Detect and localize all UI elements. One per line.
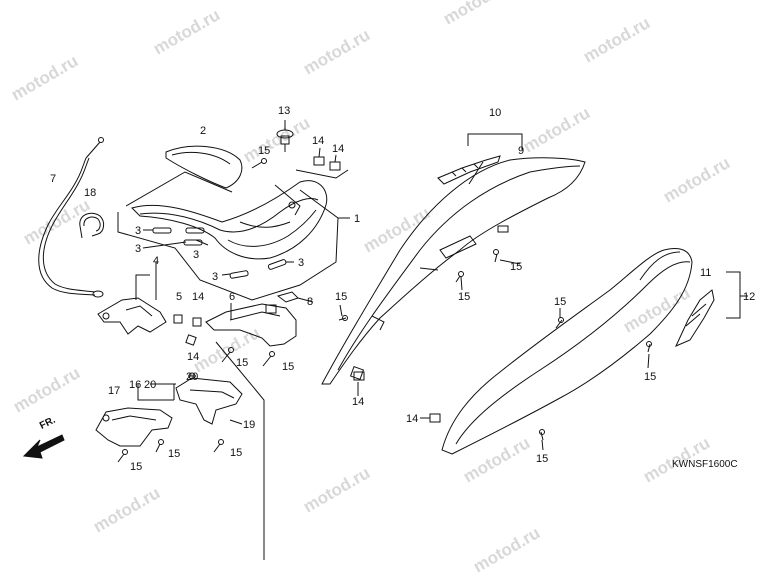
callout-14: 14 <box>312 135 324 147</box>
callout-7: 7 <box>50 173 56 185</box>
diagram-code: KWNSF1600C <box>672 459 738 470</box>
front-arrow-icon <box>22 434 65 459</box>
callout-labels: 2 13 15 14 14 1 7 18 3 3 3 3 3 4 5 14 6 … <box>50 105 755 473</box>
callout-16: 16 <box>129 379 141 391</box>
cover-part-2 <box>165 145 243 189</box>
callout-14: 14 <box>192 291 204 303</box>
inner-cover-part-1 <box>131 180 328 260</box>
callout-3: 3 <box>212 271 218 283</box>
callout-15: 15 <box>168 448 180 460</box>
callout-14: 14 <box>352 396 364 408</box>
callout-15: 15 <box>644 371 656 383</box>
callout-15: 15 <box>130 461 142 473</box>
leader <box>137 384 174 401</box>
nut-part-14 <box>295 147 349 179</box>
callout-15: 15 <box>230 447 242 459</box>
callout-15: 15 <box>258 145 270 157</box>
callout-1: 1 <box>354 213 360 225</box>
callout-15: 15 <box>335 291 347 303</box>
callout-15: 15 <box>236 357 248 369</box>
callout-19: 19 <box>243 419 255 431</box>
callout-15: 15 <box>554 296 566 308</box>
side-cover-part-9 <box>321 157 586 385</box>
leaders <box>297 259 650 451</box>
bracket-part-4 <box>97 262 167 335</box>
clips-part-3 <box>142 227 294 279</box>
callout-18: 18 <box>84 187 96 199</box>
callout-4: 4 <box>153 255 159 267</box>
callout-14: 14 <box>332 143 344 155</box>
callout-12: 12 <box>743 291 755 303</box>
callout-11: 11 <box>700 267 711 279</box>
callout-20: 20 <box>186 371 198 383</box>
bolt <box>251 158 267 169</box>
callout-14: 14 <box>187 351 199 363</box>
callout-3: 3 <box>135 243 141 255</box>
bracket-part-17 <box>95 407 173 447</box>
side-cover-part-11 <box>429 248 693 455</box>
callout-5: 5 <box>176 291 182 303</box>
callout-15: 15 <box>458 291 470 303</box>
callout-20: 20 <box>144 379 156 391</box>
divider-line <box>215 341 265 560</box>
callout-6: 6 <box>229 291 235 303</box>
emblem-part-12 <box>675 271 748 347</box>
clip-part-5 <box>173 314 202 346</box>
clip-part-18 <box>79 212 105 239</box>
group-bracket <box>117 171 350 301</box>
callout-2: 2 <box>200 125 206 137</box>
callout-15: 15 <box>536 453 548 465</box>
cable-part-7 <box>38 137 104 298</box>
callout-3: 3 <box>193 249 199 261</box>
callout-17: 17 <box>108 385 120 397</box>
callout-9: 9 <box>518 145 524 157</box>
callout-13: 13 <box>278 105 290 117</box>
callout-8: 8 <box>307 296 313 308</box>
callout-14: 14 <box>406 413 418 425</box>
callout-3: 3 <box>298 257 304 269</box>
bolt <box>117 249 652 463</box>
bracket-part-19 <box>173 377 243 425</box>
callout-15: 15 <box>282 361 294 373</box>
callout-3: 3 <box>135 225 141 237</box>
screw-part-13 <box>276 120 294 152</box>
emblem-part-10 <box>437 133 523 185</box>
nut-part-14 <box>353 371 365 381</box>
callout-10: 10 <box>489 107 501 119</box>
